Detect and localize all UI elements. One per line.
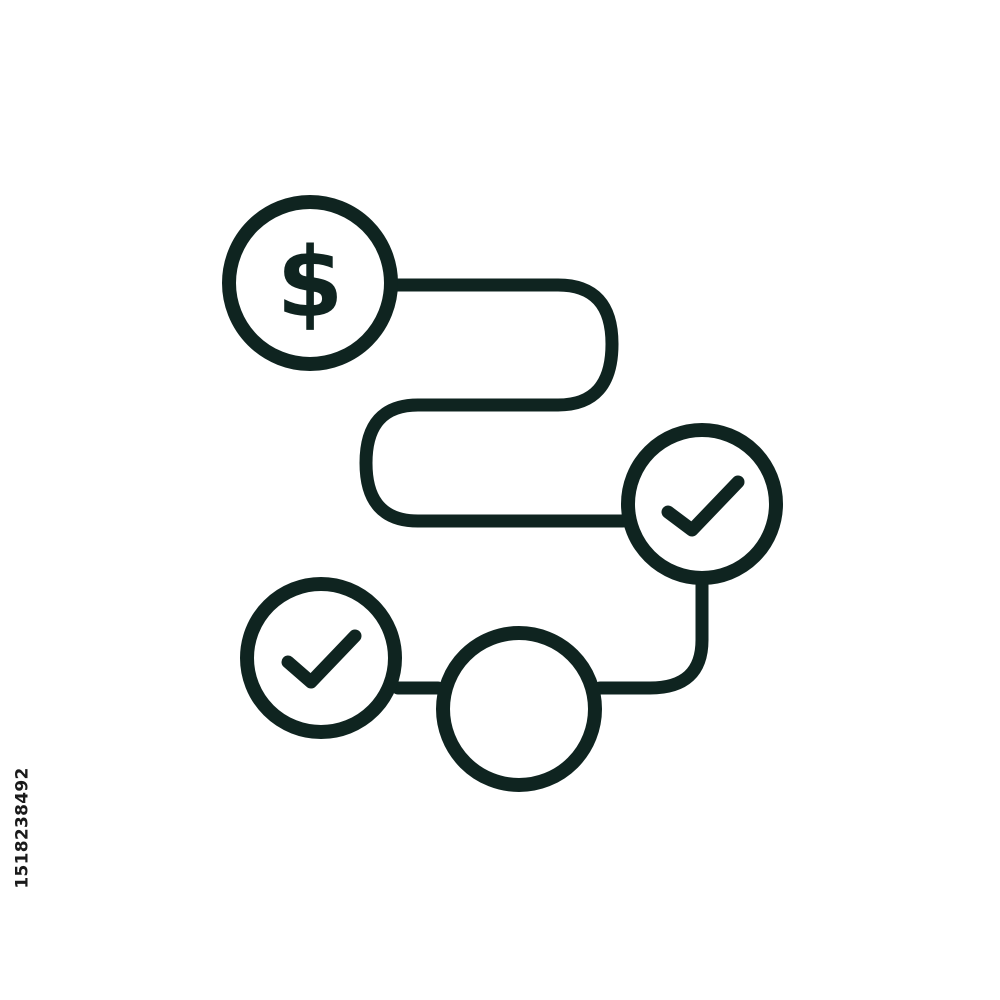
stock-id-watermark: 1518238492 [8,758,38,898]
stock-id-label: 1518238492 [13,767,34,889]
dollar-coin-step: $ [222,195,398,371]
dollar-icon: $ [277,227,344,339]
checkmark-icon [661,475,745,537]
check-circle-left [240,577,402,739]
completed-step-left [240,577,402,739]
checkmark-icon [281,629,362,689]
flow-connector-path [359,278,630,528]
coin-circle [222,195,398,371]
pending-step-circle [436,626,602,792]
completed-step-right [621,423,783,585]
check-circle-right [621,423,783,585]
flow-connector-lower [593,576,709,695]
